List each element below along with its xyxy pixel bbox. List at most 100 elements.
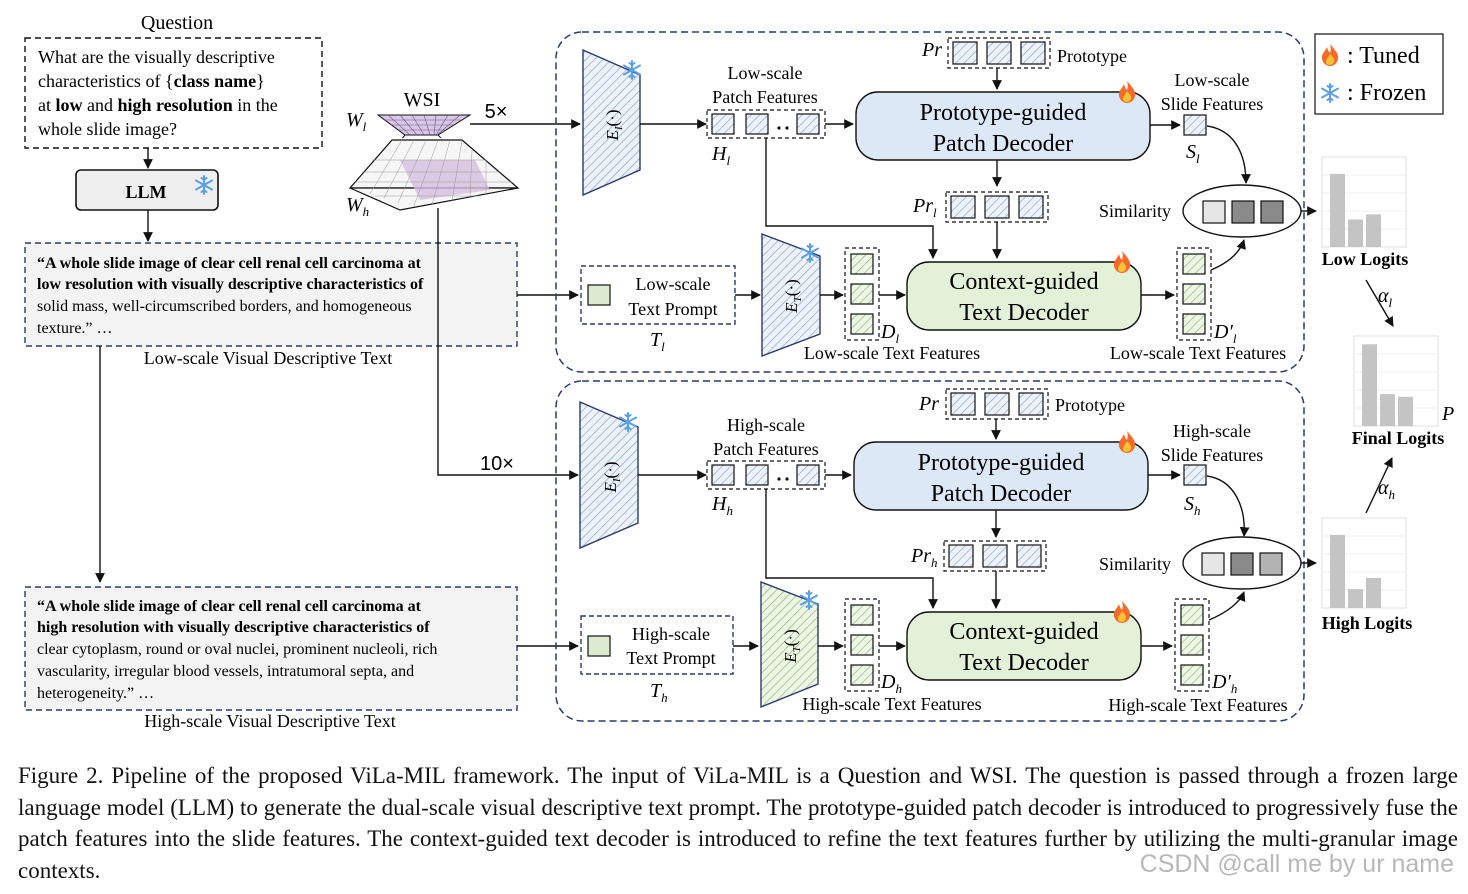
high-text-decoder-label-1: Context-guided <box>949 619 1098 645</box>
low-h-label: Hl <box>711 143 730 168</box>
low-text-prompt-label-1: Low-scale <box>636 274 711 294</box>
low-text-box <box>24 242 518 347</box>
wsi-high-res-grid <box>348 139 520 211</box>
low-d-tokens <box>844 247 880 341</box>
final-logits-bar <box>1380 394 1395 426</box>
low-text-line-3: solid mass, well-circumscribed borders, … <box>37 298 412 315</box>
legend-tuned-label: : Tuned <box>1347 43 1420 69</box>
low-prototype-tokens <box>947 37 1051 69</box>
wsi-low-res-grid <box>376 114 472 136</box>
alpha-h-label: αh <box>1378 477 1395 502</box>
high-h-label: Hh <box>711 493 733 518</box>
low-prl-tokens <box>945 191 1049 223</box>
low-text-decoder-label-1: Context-guided <box>949 269 1098 295</box>
llm-label: LLM <box>125 182 166 202</box>
scale-5x-label: 5× <box>485 101 508 123</box>
final-logits-chart <box>1353 335 1439 427</box>
figure-caption: Figure 2. Pipeline of the proposed ViLa-… <box>18 763 1458 883</box>
wsi-wh-label: Wh <box>346 194 369 219</box>
high-logits-bar <box>1348 589 1363 608</box>
low-similarity-cell-2 <box>1231 200 1255 224</box>
low-text-line-4: texture.” … <box>37 320 113 337</box>
low-logits-label: Low Logits <box>1322 249 1409 269</box>
high-pr-label: Pr <box>918 393 939 415</box>
high-text-line-1: “A whole slide image of clear cell renal… <box>37 598 422 615</box>
arrow-high-dprime-to-similarity <box>1208 591 1246 621</box>
low-text-prompt-token <box>587 284 611 306</box>
high-d-label: Dh <box>880 671 902 696</box>
high-slide-feature-token <box>1183 464 1207 486</box>
low-patch-decoder-label-2: Patch Decoder <box>933 131 1074 157</box>
high-patch-decoder-label-2: Patch Decoder <box>931 481 1072 507</box>
final-p-label: P <box>1441 403 1454 425</box>
high-logits-label: High Logits <box>1322 613 1413 633</box>
low-text-line-1: “A whole slide image of clear cell renal… <box>37 255 422 272</box>
watermark: CSDN @call me by ur name <box>1139 850 1454 878</box>
high-prh-label: Prh <box>910 545 938 570</box>
low-image-encoder <box>582 48 641 197</box>
high-text-prompt-label-2: Text Prompt <box>626 648 715 668</box>
high-image-encoder <box>579 400 639 550</box>
low-image-encoder-label: EI(·) <box>603 109 625 141</box>
high-patch-decoder-fire-icon <box>1118 431 1136 453</box>
low-text-decoder-fire-icon <box>1113 251 1131 273</box>
high-branch-container <box>555 380 1305 722</box>
high-text-features-right: High-scale Text Features <box>1108 695 1287 715</box>
final-logits-bar <box>1398 396 1413 426</box>
low-t-label: Tl <box>650 329 665 354</box>
high-text-prompt-label-1: High-scale <box>632 624 710 644</box>
high-prh-tokens <box>943 540 1047 572</box>
low-patch-decoder <box>855 91 1151 161</box>
low-patch-features-label-1: Low-scale <box>728 63 803 83</box>
high-text-box <box>24 586 518 711</box>
vila-mil-pipeline-diagram: Question What are the visually descripti… <box>24 12 1454 731</box>
low-similarity-cell-3 <box>1260 200 1284 224</box>
alpha-l-label: αl <box>1378 285 1393 310</box>
high-patch-decoder-label-1: Prototype-guided <box>918 450 1085 476</box>
final-logits-label: Final Logits <box>1352 428 1445 448</box>
low-slide-features-label-1: Low-scale <box>1175 70 1250 90</box>
high-slide-features-label-1: High-scale <box>1173 421 1251 441</box>
high-patch-decoder <box>853 441 1149 511</box>
wsi-wl-label: Wl <box>346 109 367 134</box>
low-pr-label: Pr <box>921 39 942 61</box>
high-similarity-cell-1 <box>1201 552 1225 576</box>
scale-10x-label: 10× <box>480 453 514 475</box>
wsi-label: WSI <box>404 89 441 111</box>
low-text-encoder <box>761 232 821 358</box>
high-text-line-4: vascularity, irregular blood vessels, in… <box>37 663 414 680</box>
low-patch-features <box>706 109 826 139</box>
high-text-line-3: clear cytoplasm, round or oval nuclei, p… <box>37 641 437 658</box>
high-logits-bar <box>1330 534 1345 608</box>
high-text-encoder <box>760 580 819 709</box>
low-text-features-left: Low-scale Text Features <box>804 343 980 363</box>
high-prototype-tokens <box>945 388 1049 420</box>
high-text-decoder-fire-icon <box>1113 601 1131 623</box>
arrow-wsi-10x <box>437 208 579 480</box>
low-dprime-tokens <box>1176 247 1212 341</box>
low-text-prompt-label-2: Text Prompt <box>628 299 717 319</box>
low-logits-bar <box>1348 219 1363 247</box>
high-dprime-tokens <box>1174 598 1210 692</box>
question-box <box>24 37 323 149</box>
question-line-3: at low and high resolution in the <box>38 95 278 115</box>
low-d-label: Dl <box>880 321 899 346</box>
high-patch-features-label-1: High-scale <box>727 415 805 435</box>
low-slide-feature-token <box>1183 114 1207 136</box>
high-dprime-label: D′h <box>1211 671 1237 696</box>
low-text-decoder-label-2: Text Decoder <box>959 300 1089 326</box>
high-patch-features <box>706 460 826 490</box>
low-patch-decoder-fire-icon <box>1118 81 1136 103</box>
low-prl-label: Prl <box>912 195 937 220</box>
arrow-low-to-final <box>1365 279 1394 327</box>
high-logits-bar <box>1366 577 1381 608</box>
high-text-prompt-token <box>587 635 611 657</box>
legend-box <box>1314 33 1444 115</box>
low-logits-chart <box>1321 156 1407 248</box>
high-logits-chart <box>1321 517 1407 609</box>
high-similarity-cell-3 <box>1259 552 1283 576</box>
high-image-encoder-label: EI(·) <box>601 461 623 493</box>
low-logits-bar <box>1330 173 1345 247</box>
low-text-features-right: Low-scale Text Features <box>1110 343 1286 363</box>
legend-frozen-label: : Frozen <box>1347 80 1426 106</box>
